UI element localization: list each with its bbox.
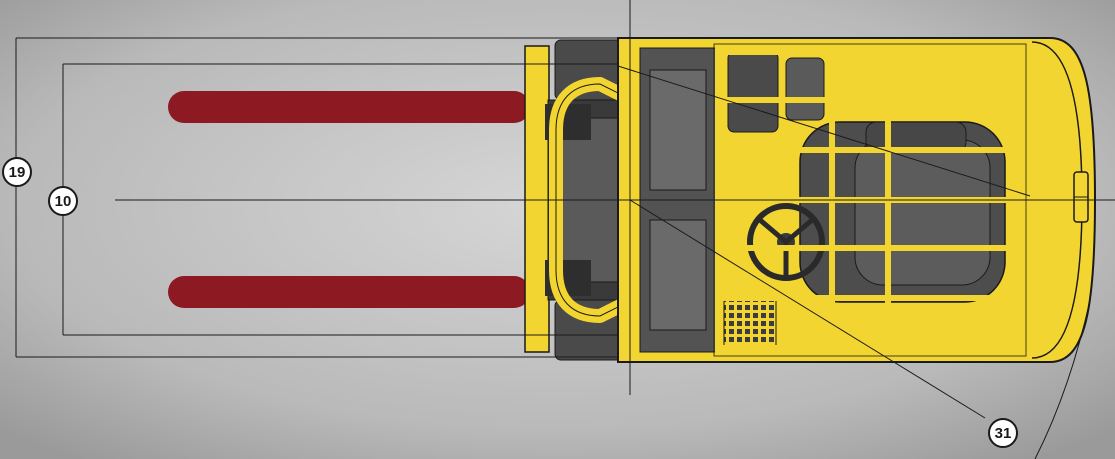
dashboard-insert xyxy=(649,69,707,191)
callout-31: 31 xyxy=(988,418,1018,448)
turning-radius-line-1 xyxy=(617,65,1031,197)
floor-tread-plate xyxy=(723,297,777,349)
control-levers xyxy=(727,51,779,133)
callout-10-label: 10 xyxy=(54,192,72,210)
callout-10: 10 xyxy=(48,186,78,216)
dashboard-insert-2 xyxy=(649,219,707,331)
turning-radius-line-2 xyxy=(629,199,986,419)
callout-31-label: 31 xyxy=(994,424,1012,442)
control-knobs xyxy=(785,57,825,121)
callout-19: 19 xyxy=(2,157,32,187)
fork-lower xyxy=(168,276,530,308)
turning-radius-arc xyxy=(1034,299,1091,459)
fork-upper xyxy=(168,91,530,123)
fork-carriage xyxy=(524,45,550,353)
callout-19-label: 19 xyxy=(8,163,26,181)
dimension-lines xyxy=(15,0,1115,459)
